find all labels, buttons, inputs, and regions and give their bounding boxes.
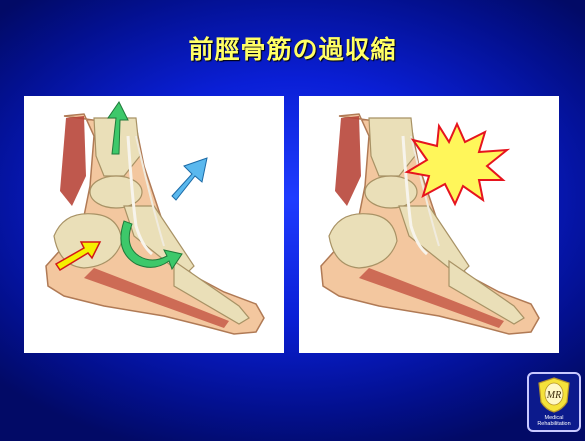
- slide-title: 前脛骨筋の過収縮: [0, 30, 585, 66]
- medical-rehabilitation-logo: MR Medical Rehabilitation: [527, 372, 581, 432]
- foot-anatomy-figure-left: [24, 96, 284, 353]
- foot-anatomy-figure-right: [299, 96, 559, 353]
- logo-monogram: MR: [546, 390, 561, 401]
- blue-diagonal-arrow-icon: [172, 158, 207, 200]
- logo-line-2: Rehabilitation: [529, 421, 579, 427]
- foot-illustration-right: [299, 96, 559, 353]
- leg-muscle: [335, 116, 361, 206]
- shield-emblem-icon: MR: [529, 374, 579, 414]
- leg-muscle: [60, 116, 86, 206]
- foot-illustration-left: [24, 96, 284, 353]
